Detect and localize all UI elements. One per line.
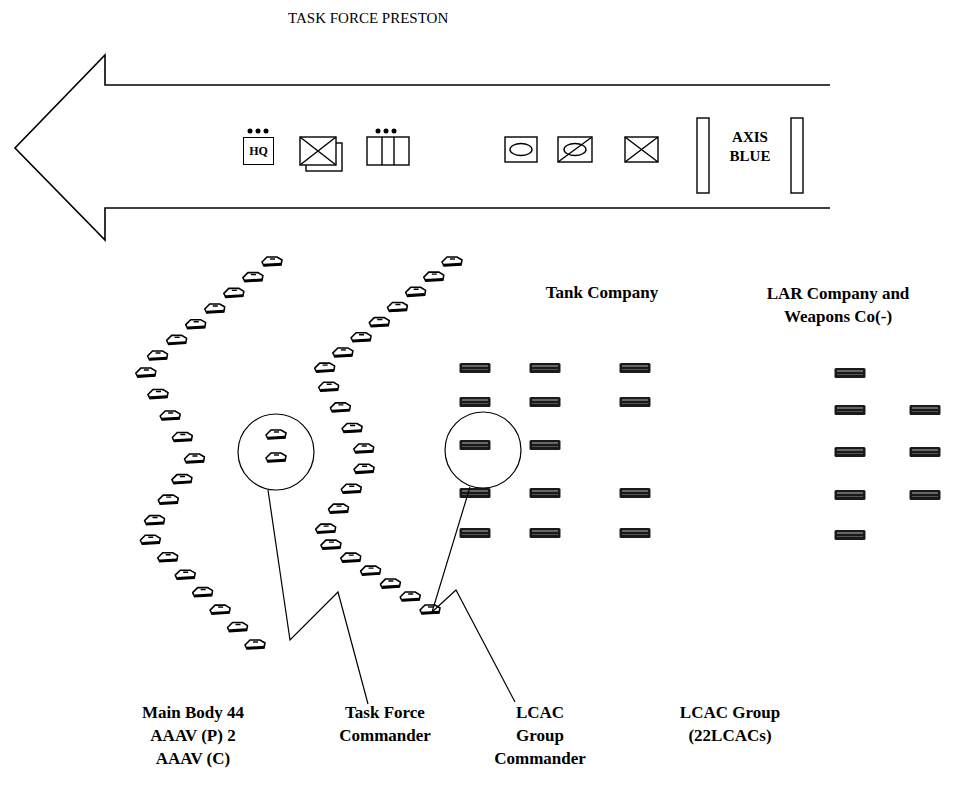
echelon-dots <box>248 129 397 134</box>
aaav-icon <box>316 524 336 533</box>
aaav-icon <box>319 382 339 391</box>
aaav-icon <box>136 368 156 377</box>
aaav-icon <box>210 605 230 614</box>
aaav-icon <box>228 623 248 632</box>
group-label: LCAC Group (22LCACs) <box>668 702 792 748</box>
aaav-icon <box>184 454 204 463</box>
lcac-icon <box>530 528 561 538</box>
axis-label: AXIS BLUE <box>715 128 785 166</box>
aaav-icon <box>167 335 187 344</box>
aaav-icon <box>148 351 168 360</box>
vehicle-icons <box>136 257 941 649</box>
aaav-icon <box>266 453 286 462</box>
aaav-icon <box>420 605 440 614</box>
aaav-icon <box>224 288 244 297</box>
unit-label: Tank Company <box>502 282 702 305</box>
aaav-icon <box>328 504 348 513</box>
lcac-icon <box>910 490 941 500</box>
lcac-icon <box>835 405 866 415</box>
lcac-icon <box>910 447 941 457</box>
aaav-icon <box>205 304 225 313</box>
lcac-icon <box>460 488 491 498</box>
aaav-icon <box>148 390 168 399</box>
aaav-icon <box>262 257 282 266</box>
aaav-icon <box>160 411 180 420</box>
aaav-icon <box>342 423 362 432</box>
lcac-icon <box>620 397 651 407</box>
aaav-icon <box>341 484 361 493</box>
lcac-icon <box>835 530 866 540</box>
leader-line <box>432 487 515 702</box>
recon-symbol <box>558 137 592 162</box>
diagram-title: TASK FORCE PRESTON <box>288 8 448 28</box>
aaav-icon <box>266 430 286 439</box>
lcac-icon <box>910 405 941 415</box>
lcac-icon <box>530 488 561 498</box>
aaav-icon <box>442 257 462 266</box>
lcac-icon <box>460 528 491 538</box>
callout-circle <box>238 414 314 490</box>
aaav-icon <box>354 464 374 473</box>
lcac-icon <box>620 528 651 538</box>
hq-symbol: HQ <box>243 137 274 165</box>
boundary-bar <box>697 118 709 193</box>
lcac-icon <box>460 397 491 407</box>
aaav-icon <box>406 287 426 296</box>
aaav-icon <box>369 318 389 327</box>
aaav-icon <box>186 320 206 329</box>
aaav-icon <box>387 302 407 311</box>
aaav-icon <box>333 348 353 357</box>
lcac-icon <box>530 363 561 373</box>
lcac-icon <box>835 490 866 500</box>
aaav-icon <box>330 403 350 412</box>
group-label: LCAC Group Commander <box>494 702 586 771</box>
group-label: Task Force Commander <box>335 702 435 748</box>
aaav-icon <box>361 566 381 575</box>
callout-circle <box>445 412 521 488</box>
lcac-icon <box>460 363 491 373</box>
aaav-icon <box>424 272 444 281</box>
aaav-icon <box>158 495 178 504</box>
aaav-icon <box>354 444 374 453</box>
aaav-icon <box>193 588 213 597</box>
unit-symbol <box>367 137 409 165</box>
lcac-icon <box>835 368 866 378</box>
group-label: Main Body 44 AAAV (P) 2 AAAV (C) <box>140 702 246 771</box>
aaav-icon <box>172 433 192 442</box>
lcac-icon <box>835 447 866 457</box>
armor-symbol <box>505 137 537 162</box>
leader-line <box>268 490 368 704</box>
aaav-icon <box>140 535 160 544</box>
aaav-icon <box>341 553 361 562</box>
aaav-icon <box>158 553 178 562</box>
aaav-icon <box>351 333 371 342</box>
lcac-icon <box>620 363 651 373</box>
aaav-icon <box>175 570 195 579</box>
aaav-icon <box>145 516 165 525</box>
lcac-icon <box>460 440 491 450</box>
lcac-icon <box>530 440 561 450</box>
infantry-symbol <box>300 137 342 171</box>
aaav-icon <box>315 363 335 372</box>
node-text: HQ <box>249 145 268 157</box>
aaav-icon <box>321 540 341 549</box>
aaav-icon <box>172 475 192 484</box>
aaav-icon <box>245 640 265 649</box>
boundary-bar <box>791 118 803 193</box>
lcac-icon <box>530 397 561 407</box>
aaav-icon <box>243 273 263 282</box>
axis-arrow <box>15 55 830 240</box>
lcac-icon <box>620 488 651 498</box>
unit-label: LAR Company and Weapons Co(-) <box>752 283 924 329</box>
aaav-icon <box>400 592 420 601</box>
infantry-symbol <box>625 137 658 162</box>
aaav-icon <box>380 579 400 588</box>
